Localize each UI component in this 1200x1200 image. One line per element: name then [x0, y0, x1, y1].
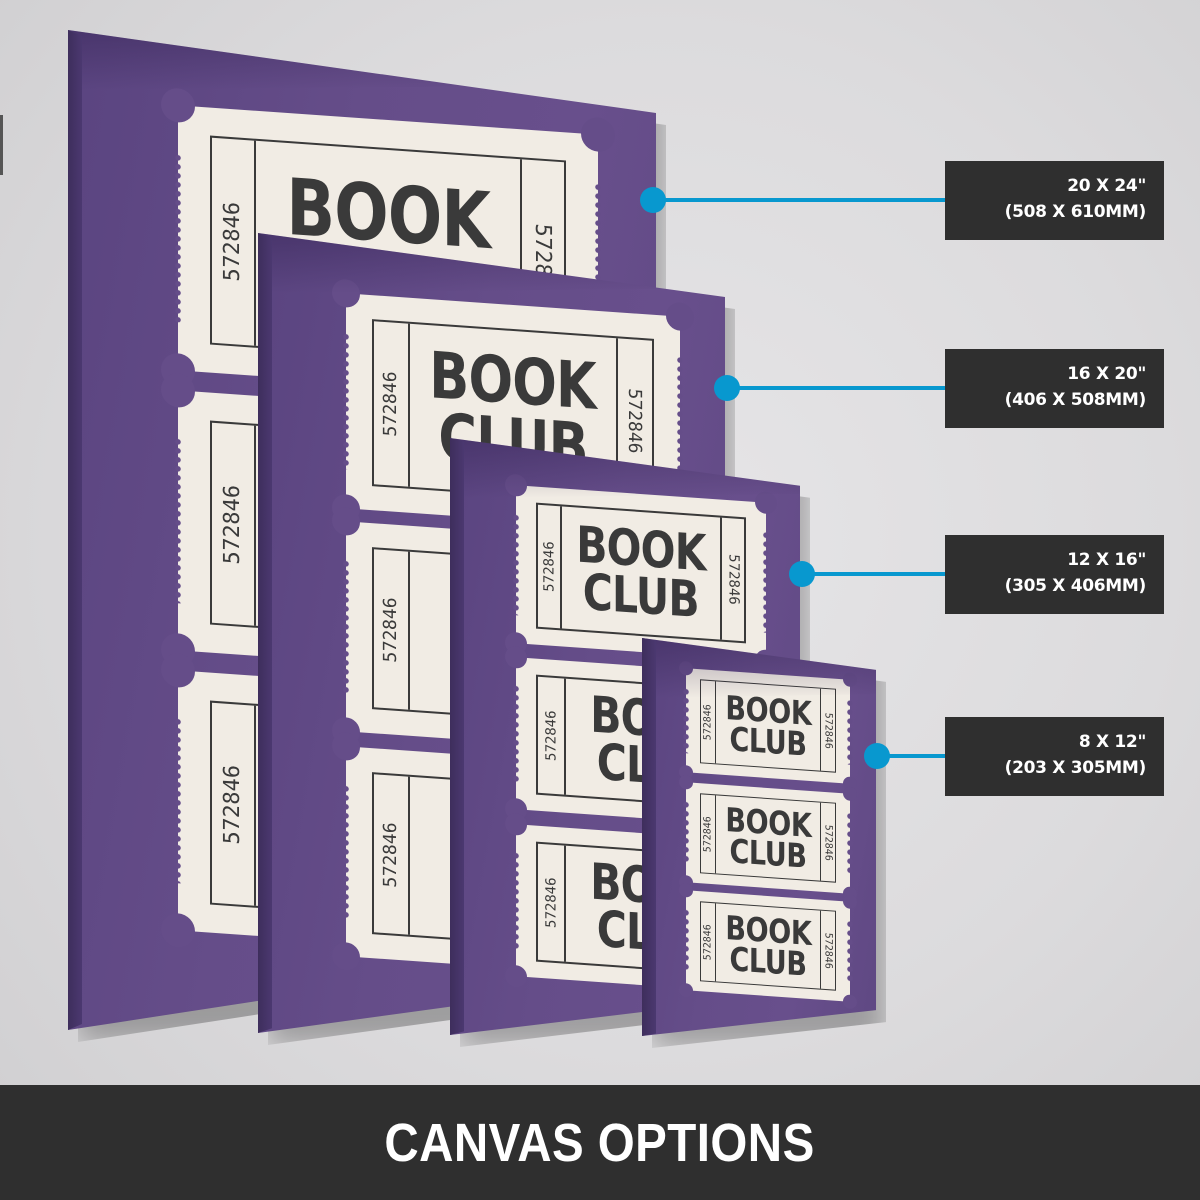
size-label-8x12[interactable]: 8 X 12" (203 X 305MM) [945, 717, 1164, 796]
ticket-number: 572846 [702, 815, 714, 853]
footer-title: CANVAS OPTIONS [384, 1112, 816, 1173]
size-inches: 12 X 16" [1067, 550, 1146, 570]
ticket-number: 572846 [380, 821, 402, 888]
size-label-12x16[interactable]: 12 X 16" (305 X 406MM) [945, 535, 1164, 614]
size-mm: (406 X 508MM) [1004, 390, 1147, 410]
connector-line [734, 386, 946, 390]
ticket-number: 572846 [380, 370, 402, 438]
size-mm: (508 X 610MM) [1004, 202, 1147, 222]
size-label-16x20[interactable]: 16 X 20" (406 X 508MM) [945, 349, 1164, 428]
canvas-side-edge [68, 30, 82, 1030]
size-mm: (203 X 305MM) [1004, 758, 1147, 778]
ticket-number: 572846 [702, 923, 714, 961]
size-mm: (305 X 406MM) [1004, 576, 1147, 596]
connector-line [884, 754, 946, 758]
ticket-title-line2: CLUB [582, 562, 700, 630]
canvas-side-edge [642, 638, 656, 1036]
size-inches: 16 X 20" [1067, 364, 1146, 384]
partial-frame-edge [0, 115, 3, 175]
ticket-title-line2: CLUB [729, 939, 807, 984]
size-inches: 8 X 12" [1078, 732, 1146, 752]
ticket-number: 572846 [380, 596, 402, 663]
ticket-title-line2: CLUB [729, 719, 807, 764]
ticket-number: 572846 [543, 709, 560, 762]
canvas-side-edge [258, 233, 272, 1033]
connector-line [809, 572, 946, 576]
ticket-number: 572846 [543, 876, 560, 929]
ticket-number: 572846 [541, 540, 558, 593]
connector-line [660, 198, 946, 202]
ticket-number: 572846 [822, 931, 834, 969]
ticket-title-line2: CLUB [729, 831, 807, 876]
ticket-number: 572846 [822, 711, 834, 749]
ticket-number: 572846 [220, 201, 246, 283]
ticket-number: 572846 [220, 483, 246, 565]
canvas-side-edge [450, 438, 464, 1035]
ticket-number: 572846 [220, 763, 246, 845]
ticket-number: 572846 [724, 553, 741, 606]
size-inches: 20 X 24" [1067, 176, 1146, 196]
ticket-number: 572846 [822, 823, 834, 861]
ticket-number: 572846 [702, 703, 714, 741]
footer-banner: CANVAS OPTIONS [0, 1085, 1200, 1200]
size-label-20x24[interactable]: 20 X 24" (508 X 610MM) [945, 161, 1164, 240]
